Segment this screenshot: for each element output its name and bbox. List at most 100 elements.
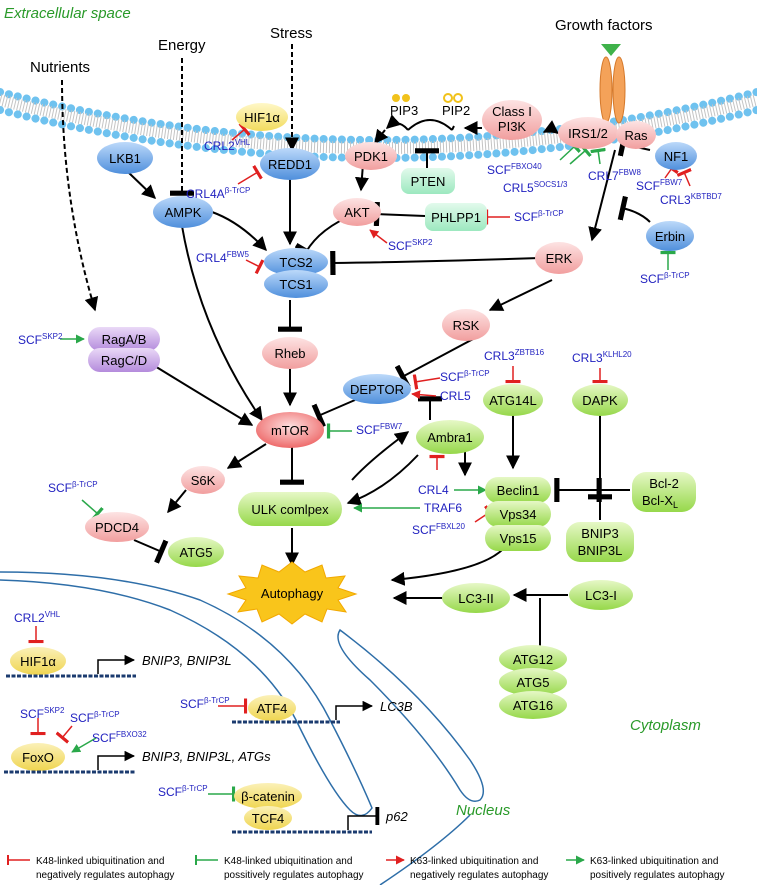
svg-text:REDD1: REDD1 (268, 157, 312, 172)
svg-text:ATG14L: ATG14L (489, 393, 536, 408)
node-atg5-a: ATG5 (168, 537, 224, 567)
legend-item-k63-positive: K63-linked ubiquitination and positively… (566, 855, 725, 881)
ligase-crl2-vhl-nuclear: CRL2VHL (14, 610, 61, 625)
region-cytoplasm: Cytoplasm (630, 717, 701, 734)
svg-text:ATG16: ATG16 (513, 698, 553, 713)
svg-text:K48-linked ubiquitination and: K48-linked ubiquitination and (224, 856, 352, 867)
signal-stress: Stress (270, 25, 313, 42)
svg-text:Vps15: Vps15 (500, 531, 537, 546)
node-beclin1: Beclin1 (485, 477, 551, 503)
svg-text:Ras: Ras (624, 128, 648, 143)
svg-text:K63-linked ubiquitination and: K63-linked ubiquitination and (590, 856, 718, 867)
node-ampk: AMPK (153, 196, 213, 228)
ligase-scf-skp2-akt: SCFSKP2 (388, 238, 433, 253)
ligase-scf-fbxo32: SCFFBXO32 (92, 730, 147, 745)
ligase-scf-btrcp-erbin: SCFβ-TrCP (640, 271, 690, 286)
svg-text:mTOR: mTOR (271, 423, 309, 438)
svg-text:ERK: ERK (546, 251, 573, 266)
node-lkb1: LKB1 (97, 142, 153, 174)
node-rheb: Rheb (262, 337, 318, 369)
svg-text:Erbin: Erbin (655, 229, 685, 244)
node-raga: RagA/B (88, 327, 160, 351)
ligase-scf-skp2-foxo: SCFSKP2 (20, 706, 65, 721)
svg-text:Bcl-2: Bcl-2 (649, 476, 679, 491)
ligase-crl4a: CRL4Aβ-TrCP (186, 186, 250, 201)
ligase-crl2-vhl-top: CRL2VHL (204, 138, 251, 153)
svg-text:ATG12: ATG12 (513, 652, 553, 667)
svg-text:RagA/B: RagA/B (102, 332, 147, 347)
node-vps34: Vps34 (485, 501, 551, 527)
node-hif1a-nuclear: HIF1α (10, 647, 66, 675)
svg-text:HIF1α: HIF1α (244, 110, 280, 125)
node-s6k: S6K (181, 466, 225, 494)
ligase-crl4: CRL4 (418, 483, 449, 497)
node-lc3ii: LC3-II (442, 583, 510, 613)
svg-text:TCF4: TCF4 (252, 811, 285, 826)
node-ambra1: Ambra1 (416, 420, 484, 454)
node-phlpp1: PHLPP1 (425, 203, 487, 231)
node-atg12: ATG12 (499, 645, 567, 673)
svg-text:HIF1α: HIF1α (20, 654, 56, 669)
node-tcs1: TCS1 (264, 270, 328, 298)
signal-energy: Energy (158, 37, 206, 54)
node-redd1: REDD1 (260, 148, 320, 180)
node-bcatenin: β-catenin (234, 783, 302, 809)
ligase-scf-fbxo40: SCFFBXO40 (487, 162, 542, 177)
node-atg16: ATG16 (499, 691, 567, 719)
node-akt: AKT (333, 198, 381, 226)
pip2-label: PIP2 (442, 103, 470, 118)
svg-text:FoxO: FoxO (22, 750, 54, 765)
ligase-scf-btrcp-pdcd4: SCFβ-TrCP (48, 480, 98, 495)
signal-nutrients: Nutrients (30, 59, 90, 76)
pip3-label: PIP3 (390, 103, 418, 118)
node-ragc: RagC/D (88, 348, 160, 372)
promoter-arrows (97, 654, 380, 830)
nuclear-envelope (0, 571, 485, 885)
ligase-labels: CRL2VHL CRL4Aβ-TrCP CRL4FBW5 SCFSKP2 SCF… (14, 138, 722, 799)
svg-text:PDK1: PDK1 (354, 149, 388, 164)
ligase-crl3-kbtbd7: CRL3KBTBD7 (660, 192, 722, 207)
growth-factor-receptor (599, 44, 626, 124)
dna-strands (4, 674, 372, 834)
ligase-scf-fbw7-nf1: SCFFBW7 (636, 178, 683, 193)
black-edges (127, 114, 651, 648)
node-erk: ERK (535, 242, 583, 274)
node-nf1: NF1 (655, 142, 697, 170)
signal-dashes (61, 44, 299, 312)
svg-text:Class I: Class I (492, 104, 532, 119)
node-pdcd4: PDCD4 (85, 512, 149, 542)
svg-text:LC3-II: LC3-II (458, 591, 493, 606)
svg-text:negatively regulates autophagy: negatively regulates autophagy (410, 870, 548, 881)
node-tcs2: TCS2 (264, 248, 328, 276)
node-atg5-b: ATG5 (499, 668, 567, 696)
node-tcf4: TCF4 (244, 806, 292, 830)
node-dapk: DAPK (572, 384, 628, 416)
svg-text:β-catenin: β-catenin (241, 789, 295, 804)
gene-tcf4-target: p62 (385, 809, 408, 824)
node-ras: Ras (616, 121, 656, 149)
node-rsk: RSK (442, 309, 490, 341)
node-mtor: mTOR (256, 412, 324, 448)
svg-text:AKT: AKT (344, 205, 369, 220)
ligase-scf-btrcp-foxo: SCFβ-TrCP (70, 710, 120, 725)
svg-text:RSK: RSK (453, 318, 480, 333)
legend: K48-linked ubiquitination and negatively… (7, 855, 725, 881)
node-lc3i: LC3-I (569, 580, 633, 610)
node-hif1a-top: HIF1α (236, 103, 288, 131)
ligase-scf-btrcp-phlpp: SCFβ-TrCP (514, 209, 564, 224)
node-deptor: DEPTOR (343, 374, 411, 404)
legend-item-k63-negative: K63-linked ubiquitination and negatively… (386, 855, 548, 881)
svg-text:PTEN: PTEN (411, 174, 446, 189)
ligase-crl5: CRL5 (440, 389, 471, 403)
svg-text:AMPK: AMPK (165, 205, 202, 220)
gene-atf4-target: LC3B (380, 699, 413, 714)
svg-text:PI3K: PI3K (498, 119, 527, 134)
region-extracellular: Extracellular space (4, 5, 131, 22)
svg-text:possitively regulates autophag: possitively regulates autophagy (224, 870, 364, 881)
svg-text:LKB1: LKB1 (109, 151, 141, 166)
svg-text:K63-linked ubiquitination and: K63-linked ubiquitination and (410, 856, 538, 867)
node-erbin: Erbin (646, 221, 694, 251)
ligase-crl7-fbw8: CRL7FBW8 (588, 168, 641, 183)
